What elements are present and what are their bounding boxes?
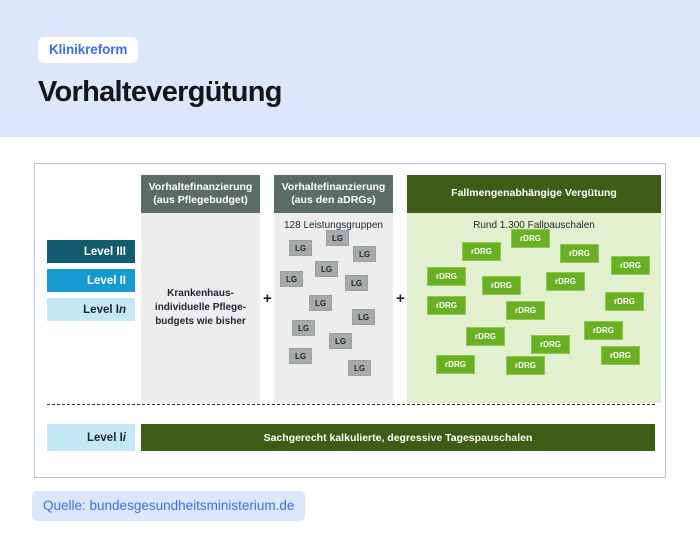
- rdrg-chip: rDRG: [427, 267, 466, 286]
- lg-chip: LG: [329, 333, 352, 349]
- rdrg-chip: rDRG: [506, 301, 545, 320]
- lg-chip: LG: [309, 295, 332, 311]
- rdrg-chip: rDRG: [601, 346, 640, 365]
- rdrg-chip: rDRG: [511, 229, 550, 248]
- lg-chip: LG: [280, 271, 303, 287]
- tagespauschalen-label: Sachgerecht kalkulierte, degressive Tage…: [263, 431, 533, 444]
- column-adrgs-header: Vorhaltefinanzierung (aus den aDRGs): [274, 175, 393, 213]
- plus-operator-1: +: [263, 290, 272, 307]
- column-adrgs-header-line2: (aus den aDRGs): [291, 194, 376, 206]
- level-badge-Ii-prefix: Level I: [86, 431, 123, 444]
- column-adrgs-header-line1: Vorhaltefinanzierung: [281, 180, 386, 193]
- rdrg-chip: rDRG: [560, 244, 599, 263]
- level-badge-III-label: Level III: [83, 245, 126, 258]
- lg-chip: LG: [348, 360, 371, 376]
- rdrg-chip: rDRG: [427, 296, 466, 315]
- level-badge-II: Level II: [47, 269, 135, 292]
- rdrg-chip: rDRG: [531, 335, 570, 354]
- rdrg-chip: rDRG: [584, 321, 623, 340]
- column-fallmengen-header: Fallmengenabhängige Vergütung: [407, 175, 661, 213]
- lg-chip: LG: [345, 275, 368, 291]
- tagespauschalen-bar: Sachgerecht kalkulierte, degressive Tage…: [141, 424, 655, 451]
- lg-chip: LG: [315, 261, 338, 277]
- lg-chip: LG: [289, 348, 312, 364]
- rdrg-chip: rDRG: [466, 327, 505, 346]
- level-badge-Ii-suffix: i: [122, 431, 126, 444]
- rdrg-chip: rDRG: [605, 292, 644, 311]
- page-title: Vorhaltevergütung: [38, 76, 282, 108]
- lg-chip: LG: [326, 230, 349, 246]
- source-citation: Quelle: bundesgesundheitsministerium.de: [32, 491, 306, 521]
- section-divider: [47, 404, 655, 405]
- column-pflegebudget-header: Vorhaltefinanzierung (aus Pflegebudget): [141, 175, 260, 213]
- fallpauschalen-count: Rund 1.300 Fallpauschalen: [473, 220, 595, 231]
- lg-chip: LG: [352, 309, 375, 325]
- level-badge-III: Level III: [47, 240, 135, 263]
- column-pflegebudget-header-line1: Vorhaltefinanzierung: [148, 180, 253, 193]
- rdrg-chip: rDRG: [506, 356, 545, 375]
- lg-chip: LG: [289, 240, 312, 256]
- rdrg-chip: rDRG: [611, 256, 650, 275]
- level-badge-In-prefix: Level I: [83, 303, 119, 316]
- level-badge-II-label: Level II: [87, 274, 126, 287]
- plus-operator-2: +: [396, 290, 405, 307]
- rdrg-chip: rDRG: [546, 272, 585, 291]
- column-pflegebudget-header-line2: (aus Pflegebudget): [153, 194, 248, 206]
- column-adrgs: Vorhaltefinanzierung (aus den aDRGs) 128…: [274, 175, 393, 403]
- column-pflegebudget: Vorhaltefinanzierung (aus Pflegebudget) …: [141, 175, 260, 403]
- column-pflegebudget-body: Krankenhaus-individuelle Pflege-budgets …: [141, 213, 260, 403]
- leistungsgruppen-count: 128 Leistungsgruppen: [284, 220, 383, 231]
- rdrg-chip: rDRG: [482, 276, 521, 295]
- rdrg-chip: rDRG: [436, 355, 475, 374]
- header-band: Klinikreform Vorhaltevergütung: [0, 0, 700, 137]
- lg-chip: LG: [292, 320, 315, 336]
- column-fallmengen: Fallmengenabhängige Vergütung Rund 1.300…: [407, 175, 661, 403]
- rdrg-chip: rDRG: [462, 242, 501, 261]
- category-tag: Klinikreform: [38, 37, 139, 63]
- lg-chip: LG: [353, 246, 376, 262]
- level-badge-In-suffix: n: [118, 303, 126, 316]
- column-fallmengen-header-line1: Fallmengenabhängige Vergütung: [451, 187, 617, 200]
- column-pflegebudget-text: Krankenhaus-individuelle Pflege-budgets …: [154, 288, 247, 327]
